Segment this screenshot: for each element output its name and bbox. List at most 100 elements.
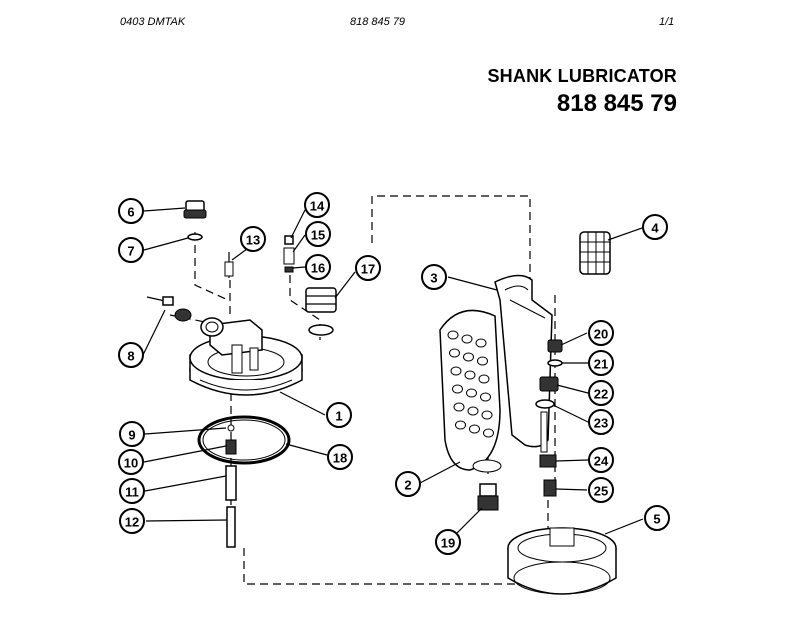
guard-hole xyxy=(461,334,473,344)
callout-number: 16 xyxy=(311,261,325,276)
callout-6: 6 xyxy=(118,198,144,224)
guard-hole xyxy=(450,366,462,376)
callout-21: 21 xyxy=(588,350,614,376)
guard-hole xyxy=(453,402,465,412)
callout-circle xyxy=(326,402,352,428)
callout-number: 12 xyxy=(125,515,139,530)
callout-circle xyxy=(118,198,144,224)
callout-12: 12 xyxy=(119,508,145,534)
callout-leaders xyxy=(142,207,644,541)
part-5-ring-nut xyxy=(507,527,617,595)
callout-2: 2 xyxy=(395,471,421,497)
callout-circle xyxy=(305,221,331,247)
guard-hole xyxy=(449,348,460,358)
callout-circle xyxy=(118,449,144,475)
callout-circle xyxy=(119,508,145,534)
callout-20: 20 xyxy=(588,320,614,346)
callout-17: 17 xyxy=(355,255,381,281)
callout-25: 25 xyxy=(588,477,614,503)
callout-13: 13 xyxy=(240,226,266,252)
callout-number: 13 xyxy=(246,233,260,248)
part-1-housing xyxy=(189,317,303,396)
callout-number: 15 xyxy=(311,228,325,243)
part-7-o-ring xyxy=(187,233,203,241)
callout-number: 22 xyxy=(594,387,608,402)
callout-number: 3 xyxy=(430,271,437,286)
callout-14: 14 xyxy=(304,192,330,218)
guard-hole xyxy=(478,374,490,384)
guard-hole xyxy=(467,406,479,416)
callout-number: 19 xyxy=(441,536,455,551)
callout-circle xyxy=(588,409,614,435)
callout-circle xyxy=(355,255,381,281)
callout-number: 10 xyxy=(124,456,138,471)
callout-circle xyxy=(327,444,353,470)
callout-5: 5 xyxy=(644,505,670,531)
part-6-plug xyxy=(183,200,207,219)
callout-22: 22 xyxy=(588,380,614,406)
part-19-nozzle xyxy=(477,483,499,511)
callout-number: 24 xyxy=(594,454,609,469)
callout-circle xyxy=(588,447,614,473)
callout-circle xyxy=(435,529,461,555)
callout-circle xyxy=(240,226,266,252)
guard-hole xyxy=(452,384,463,394)
callout-9: 9 xyxy=(119,421,145,447)
callout-11: 11 xyxy=(119,478,145,504)
callout-4: 4 xyxy=(642,214,668,240)
callout-number: 23 xyxy=(594,416,608,431)
document-title: SHANK LUBRICATOR xyxy=(487,66,677,86)
part-14-16-valve xyxy=(283,235,295,273)
part-9-12-stack xyxy=(225,424,237,548)
callout-24: 24 xyxy=(588,447,614,473)
callout-15: 15 xyxy=(305,221,331,247)
callout-7: 7 xyxy=(118,237,144,263)
guard-hole xyxy=(466,388,477,398)
callout-circle xyxy=(305,254,331,280)
callout-number: 9 xyxy=(128,428,135,443)
callout-circle xyxy=(588,477,614,503)
callout-circle xyxy=(118,342,144,368)
callout-circle xyxy=(395,471,421,497)
part-4-filter xyxy=(579,231,611,275)
callout-number: 21 xyxy=(594,357,608,372)
callout-number: 17 xyxy=(361,262,375,277)
callout-circle xyxy=(304,192,330,218)
callout-circle xyxy=(588,380,614,406)
callout-number: 5 xyxy=(653,512,660,527)
callout-circle xyxy=(588,350,614,376)
callout-number: 8 xyxy=(127,349,134,364)
callout-circle xyxy=(119,421,145,447)
callout-number: 7 xyxy=(127,244,134,259)
callout-10: 10 xyxy=(118,449,144,475)
callout-16: 16 xyxy=(305,254,331,280)
part-17-fitting xyxy=(305,287,337,336)
callout-number: 20 xyxy=(594,327,608,342)
callout-number: 25 xyxy=(594,484,608,499)
part-18-o-ring xyxy=(197,415,291,465)
callout-circle xyxy=(642,214,668,240)
callout-circle xyxy=(118,237,144,263)
guard-hole xyxy=(480,392,491,402)
callout-1: 1 xyxy=(326,402,352,428)
callout-circle xyxy=(588,320,614,346)
part-2-guard xyxy=(439,309,502,473)
callout-18: 18 xyxy=(327,444,353,470)
guard-hole xyxy=(463,352,474,362)
header-part-number: 818 845 79 xyxy=(350,16,406,28)
callout-8: 8 xyxy=(118,342,144,368)
header-reference: 0403 DMTAK xyxy=(120,16,186,28)
callout-number: 4 xyxy=(651,221,659,236)
part-13-needle xyxy=(224,252,234,278)
callout-number: 11 xyxy=(125,485,139,500)
guard-hole xyxy=(475,338,487,348)
callout-number: 14 xyxy=(310,199,325,214)
part-20-25-stack xyxy=(535,339,563,497)
callout-23: 23 xyxy=(588,409,614,435)
guard-hole xyxy=(483,428,494,438)
callout-number: 2 xyxy=(404,478,411,493)
guard-hole xyxy=(447,330,459,340)
document-part-number: 818 845 79 xyxy=(556,90,677,117)
